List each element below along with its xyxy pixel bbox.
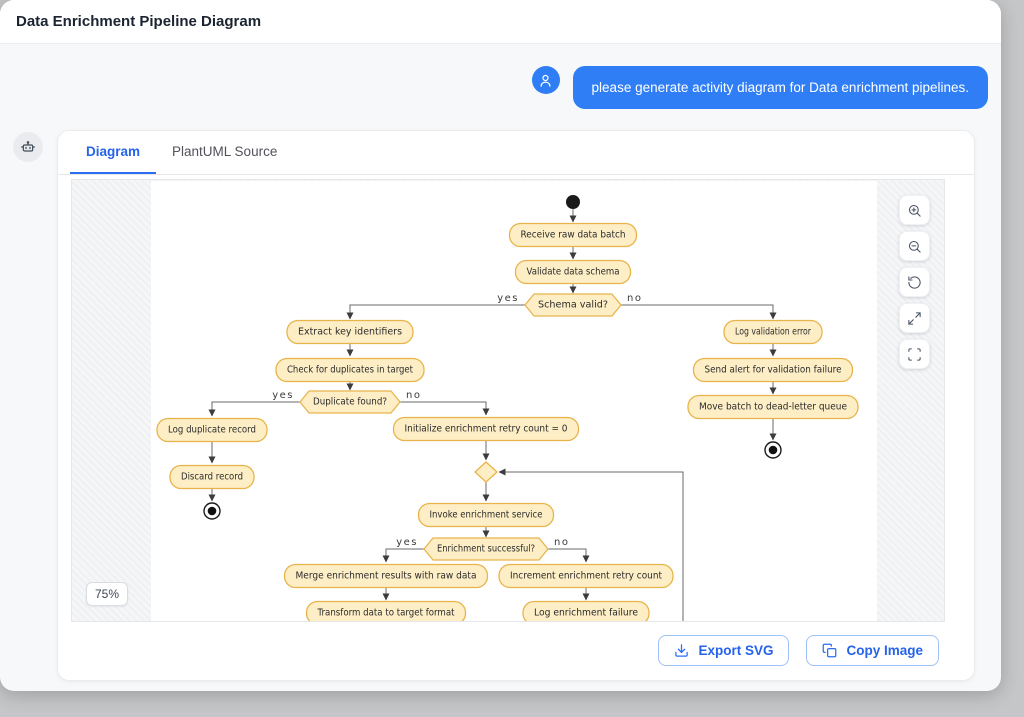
zoom-level-badge: 75% (86, 582, 129, 606)
activity-diagram[interactable]: yes no yes no yes no Receive raw data batchVal… (151, 181, 877, 622)
expand-button[interactable] (899, 303, 930, 333)
svg-text:Log enrichment failure: Log enrichment failure (534, 608, 638, 619)
svg-text:Validate data schema: Validate data schema (527, 267, 620, 278)
diagram-node-transform-data-to-target-format: Transform data to target format (305, 600, 467, 621)
edge-label: yes (272, 390, 294, 401)
diagram-card: Diagram PlantUML Source yes no yes no yes no R… (57, 130, 975, 681)
diagram-node-check-for-duplicates-in-target: Check for duplicates in target (275, 357, 425, 383)
card-footer: Export SVG Copy Image (658, 635, 939, 666)
fullscreen-button[interactable] (899, 339, 930, 369)
copy-icon (823, 643, 837, 658)
copy-image-button[interactable]: Copy Image (806, 635, 939, 666)
svg-text:Enrichment successful?: Enrichment successful? (437, 544, 535, 555)
tab-plantuml-source[interactable]: PlantUML Source (172, 144, 278, 159)
diagram-node-receive-raw-data-batch: Receive raw data batch (508, 222, 638, 248)
app-window: Data Enrichment Pipeline Diagram please … (0, 0, 1001, 691)
copy-image-label: Copy Image (846, 643, 923, 658)
zoom-out-button[interactable] (899, 231, 930, 261)
diagram-node-log-duplicate-record: Log duplicate record (156, 417, 268, 443)
diagram-node-send-alert-for-validation-failure: Send alert for validation failure (692, 357, 854, 383)
edge-label: yes (497, 293, 519, 304)
diagram-merge-node (474, 461, 498, 483)
diagram-edge (548, 548, 590, 563)
tab-bar: Diagram PlantUML Source (58, 131, 974, 175)
fullscreen-icon (908, 347, 921, 361)
download-icon (675, 644, 689, 657)
svg-text:Increment enrichment retry cou: Increment enrichment retry count (510, 571, 662, 582)
svg-text:Schema valid?: Schema valid? (538, 300, 608, 311)
person-icon (540, 74, 551, 87)
svg-text:Discard record: Discard record (181, 472, 243, 483)
svg-text:Log validation error: Log validation error (735, 327, 812, 338)
svg-text:Move batch to dead-letter queu: Move batch to dead-letter queue (699, 402, 847, 413)
diagram-node-log-validation-error: Log validation error (723, 319, 823, 345)
diagram-edge (498, 468, 684, 621)
robot-icon (21, 141, 35, 152)
diagram-node-increment-enrichment-retry-count: Increment enrichment retry count (498, 563, 674, 589)
user-chat-row: please generate activity diagram for Dat… (531, 66, 988, 109)
diagram-node-invoke-enrichment-service: Invoke enrichment service (417, 502, 555, 528)
zoom-controls (899, 195, 930, 369)
zoom-in-icon (908, 204, 921, 217)
reset-view-icon (908, 275, 921, 289)
diagram-end-node (764, 441, 782, 459)
diagram-node-enrichment-successful: Enrichment successful? (423, 537, 549, 561)
page-title: Data Enrichment Pipeline Diagram (16, 13, 262, 30)
diagram-node-duplicate-found: Duplicate found? (299, 390, 401, 414)
diagram-edge (382, 548, 424, 563)
svg-text:Initialize enrichment retry co: Initialize enrichment retry count = 0 (405, 424, 568, 435)
reset-view-button[interactable] (899, 267, 930, 297)
user-message-bubble: please generate activity diagram for Dat… (572, 66, 988, 109)
edge-label: no (554, 537, 569, 548)
svg-text:Send alert for validation fail: Send alert for validation failure (705, 365, 842, 376)
zoom-out-icon (908, 240, 921, 253)
expand-icon (908, 311, 921, 325)
diagram-node-schema-valid: Schema valid? (524, 293, 622, 317)
svg-text:Merge enrichment results with: Merge enrichment results with raw data (296, 571, 477, 582)
diagram-node-validate-data-schema: Validate data schema (514, 259, 632, 285)
zoom-in-button[interactable] (899, 195, 930, 225)
diagram-edge (621, 304, 777, 320)
diagram-node-discard-record: Discard record (169, 464, 255, 490)
svg-text:Extract key identifiers: Extract key identifiers (298, 327, 402, 338)
svg-text:Invoke enrichment service: Invoke enrichment service (430, 510, 543, 521)
diagram-node-merge-enrichment-results-with-raw-data: Merge enrichment results with raw data (283, 563, 489, 589)
export-svg-button[interactable]: Export SVG (658, 635, 790, 666)
diagram-node-initialize-enrichment-retry-count-0: Initialize enrichment retry count = 0 (392, 416, 580, 442)
export-svg-label: Export SVG (698, 643, 774, 658)
bot-avatar (13, 132, 43, 162)
diagram-node-log-enrichment-failure: Log enrichment failure (522, 600, 650, 621)
tab-diagram[interactable]: Diagram (70, 131, 157, 174)
user-avatar (531, 66, 560, 94)
diagram-end-node (203, 502, 221, 520)
svg-text:Transform data to target forma: Transform data to target format (317, 608, 455, 619)
diagram-edge (346, 304, 525, 320)
svg-text:Check for duplicates in target: Check for duplicates in target (287, 365, 413, 376)
diagram-edge (208, 401, 300, 417)
diagram-node-extract-key-identifiers: Extract key identifiers (286, 319, 414, 345)
app-header: Data Enrichment Pipeline Diagram (0, 0, 1001, 44)
diagram-start-node (566, 195, 580, 209)
svg-text:Log duplicate record: Log duplicate record (168, 425, 256, 436)
diagram-node-move-batch-to-dead-letter-queue: Move batch to dead-letter queue (687, 394, 859, 420)
edge-label: no (627, 293, 642, 304)
svg-text:Duplicate found?: Duplicate found? (313, 397, 387, 408)
diagram-edge (400, 401, 490, 416)
edge-label: no (406, 390, 421, 401)
edge-label: yes (396, 537, 418, 548)
svg-text:Receive raw data batch: Receive raw data batch (521, 230, 626, 241)
